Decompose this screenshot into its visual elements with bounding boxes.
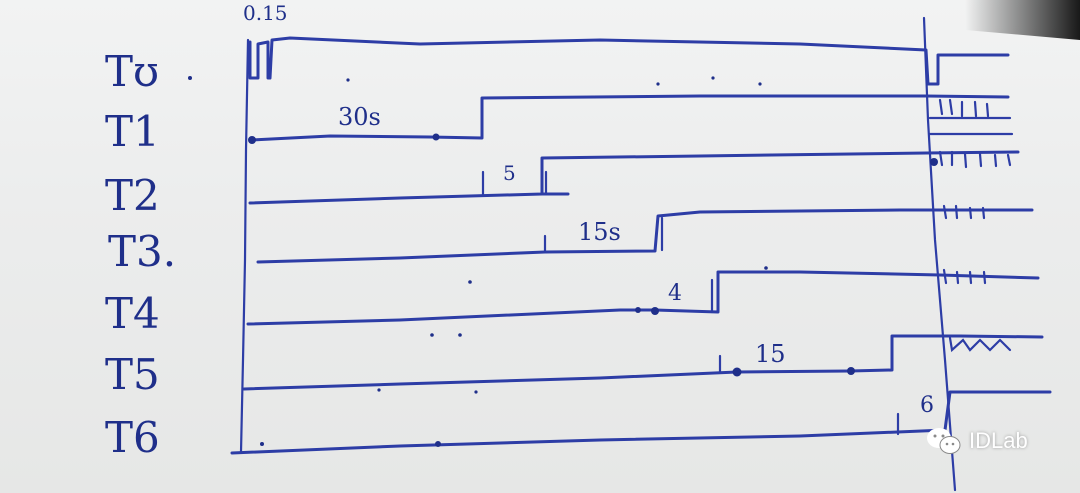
waveform-t3: 15s xyxy=(256,204,1034,264)
t4-delay-label: 4 xyxy=(668,281,682,306)
waveform-t5: 15 xyxy=(242,333,1044,391)
label-t2: T2 xyxy=(105,171,160,220)
label-t3: T3. xyxy=(108,227,176,276)
start-axis-line xyxy=(239,38,250,454)
end-axis-line xyxy=(922,16,957,492)
t1-delay-label: 30s xyxy=(338,103,381,131)
label-t5: T5 xyxy=(105,350,160,399)
t6-delay-label: 6 xyxy=(920,393,934,418)
waveform-t0: 0.15 xyxy=(188,1,1010,86)
wechat-icon xyxy=(927,428,961,454)
photo-shadow xyxy=(620,0,1080,40)
t2-delay-label: 5 xyxy=(503,161,516,185)
label-t0: Tʊ xyxy=(105,47,159,96)
label-t6: T6 xyxy=(105,413,160,462)
label-t4: T4 xyxy=(105,289,160,338)
waveform-t6: 6 xyxy=(230,390,1052,455)
signal-labels: Tʊ T1 T2 T3. T4 T5 T6 xyxy=(105,47,176,462)
watermark: IDLab xyxy=(925,426,1028,456)
t5-delay-label: 15 xyxy=(755,340,786,368)
watermark-text: IDLab xyxy=(969,428,1028,453)
t3-delay-label: 15s xyxy=(578,218,621,246)
stray-marks xyxy=(346,76,762,394)
waveform-t1: 30s xyxy=(248,94,1014,144)
waveform-t4: 4 xyxy=(246,266,1040,326)
label-t1: T1 xyxy=(105,107,160,156)
waveform-t2: 5 xyxy=(248,150,1020,205)
t0-pulse-label: 0.15 xyxy=(243,1,288,25)
